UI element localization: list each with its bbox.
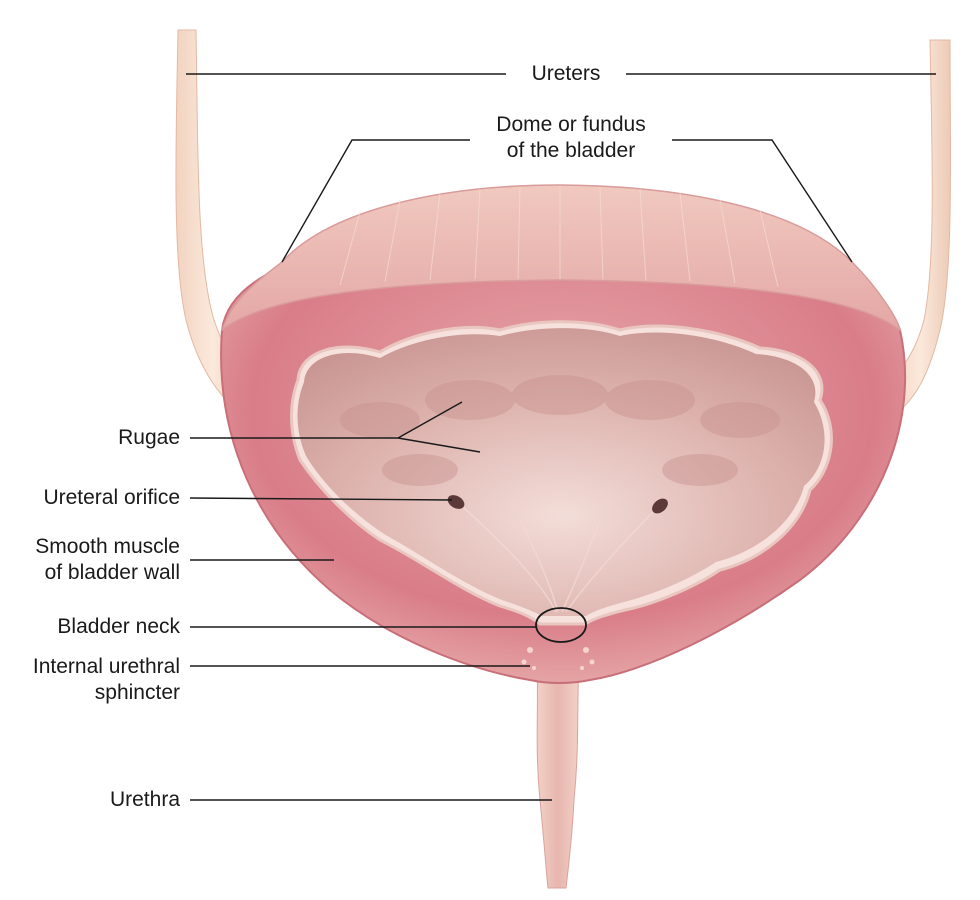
ureters-label: Ureters (531, 62, 601, 85)
sphincter-label-line1: Internal urethral (32, 655, 180, 678)
dome-line-left (281, 139, 470, 263)
dome-striations (339, 186, 779, 288)
trigone-folds (454, 499, 661, 613)
urethra-label: Urethra (109, 788, 180, 811)
dome-label-line1: Dome or fundus (496, 113, 646, 136)
bladder-dome (220, 184, 902, 333)
dome-label-line2: of the bladder (506, 139, 636, 162)
leader-lines (186, 73, 936, 801)
urethra-tube (535, 639, 581, 889)
right-ureteral-orifice (652, 498, 668, 514)
left-ureteral-orifice (447, 495, 465, 509)
rugae-line-down (397, 437, 481, 453)
ureteral-orifice-line (189, 497, 453, 501)
dome-label: Dome or fundus of the bladder (466, 112, 676, 164)
bladder-neck-marker (535, 607, 587, 643)
smooth-muscle-label-line2: of bladder wall (44, 561, 180, 584)
smooth-muscle-label-line1: Smooth muscle (35, 535, 180, 558)
dome-line-right (672, 139, 853, 263)
bladder-lumen (297, 328, 825, 616)
internal-urethral-sphincter-label: Internal urethral sphincter (0, 654, 180, 706)
smooth-muscle-label: Smooth muscle of bladder wall (0, 534, 180, 586)
bladder-neck-label: Bladder neck (57, 615, 180, 638)
rugae-label: Rugae (118, 426, 180, 449)
ureteral-orifice-label: Ureteral orifice (43, 486, 180, 509)
sphincter-label-line2: sphincter (94, 681, 180, 704)
sphincter-dots (521, 647, 595, 670)
rugae-line-up (397, 401, 463, 439)
